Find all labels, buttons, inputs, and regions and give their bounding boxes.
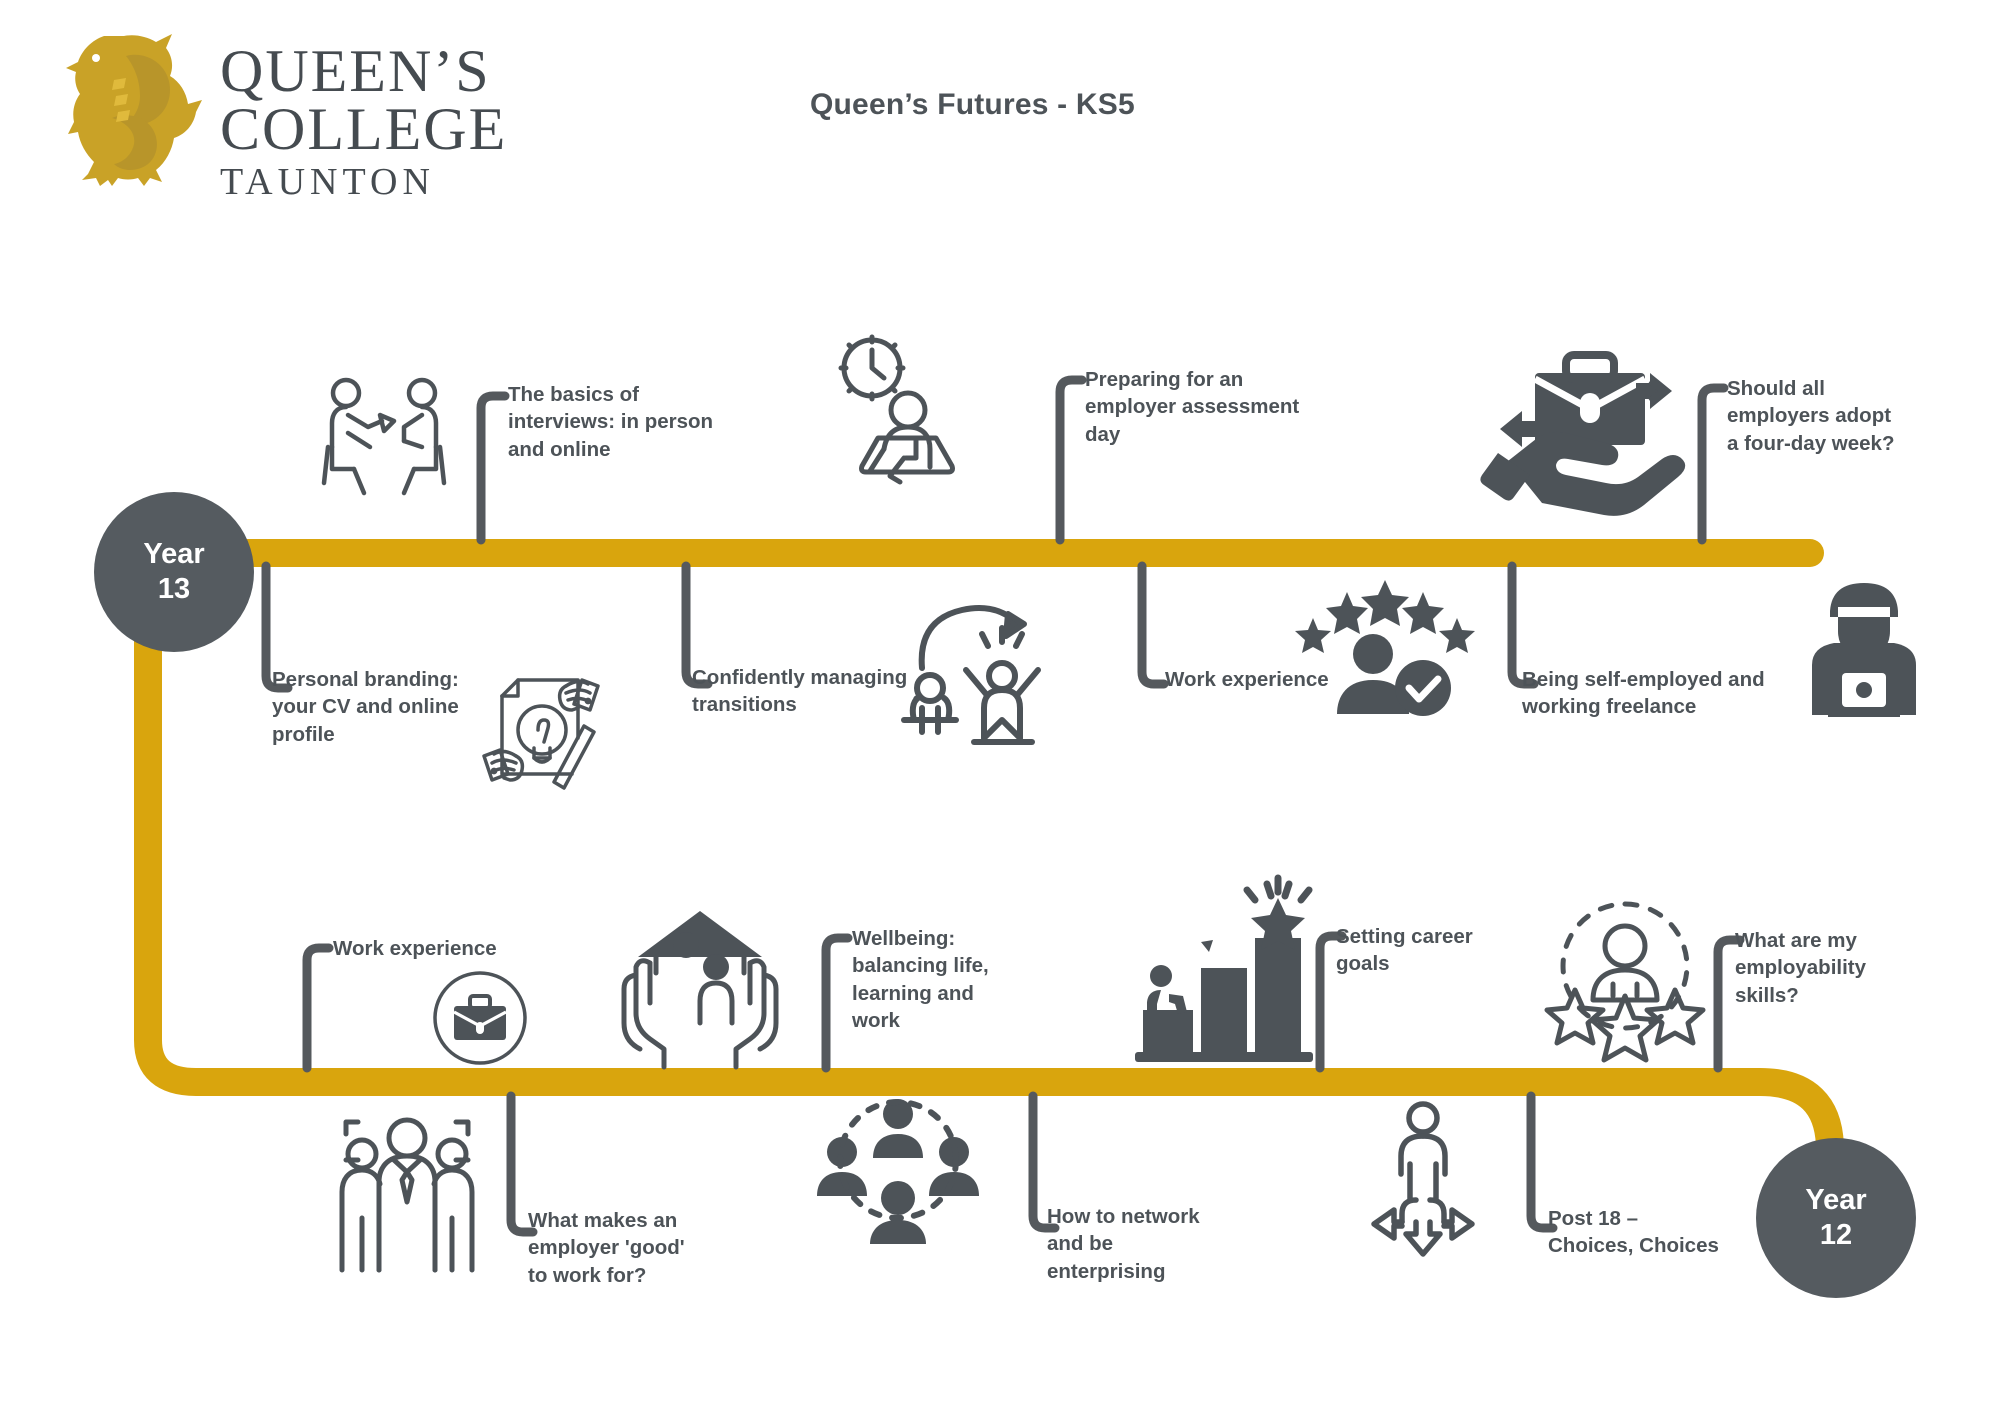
connector-interviews	[476, 391, 510, 545]
year-12-number: 12	[1819, 1219, 1853, 1251]
connector-post-18	[1526, 1091, 1558, 1233]
logo-line-2: COLLEGE	[220, 96, 508, 163]
person-crossroads-arrows-icon	[1348, 1100, 1498, 1260]
year-13-badge[interactable]: Year 13	[94, 492, 254, 652]
year-13-label: Year	[143, 537, 205, 570]
page-title: Queen’s Futures - KS5	[810, 88, 1135, 121]
lightbulb-hands-cv-icon	[470, 660, 610, 800]
briefcase-circle-icon	[430, 968, 530, 1068]
logo-line-3: TAUNTON	[220, 161, 435, 204]
year-13-number: 13	[157, 573, 191, 605]
connector-career-goals	[1315, 931, 1347, 1073]
logo-line-1: QUEEN’S	[220, 38, 491, 104]
sad-to-happy-transition-icon	[900, 590, 1070, 750]
connector-networking	[1028, 1091, 1060, 1233]
year-12-label: Year	[1805, 1183, 1867, 1216]
connector-assessment-day	[1055, 375, 1087, 545]
connector-wellbeing	[821, 933, 853, 1073]
five-star-person-check-icon	[1295, 578, 1475, 718]
hands-home-people-icon	[620, 905, 780, 1070]
network-people-circle-icon	[817, 1090, 979, 1244]
connector-good-employer	[506, 1091, 538, 1237]
label-work-experience-12: Work experience	[333, 937, 497, 960]
clock-desk-test-icon	[820, 330, 990, 510]
connector-work-experience-12	[302, 943, 334, 1073]
connector-self-employed	[1507, 561, 1539, 689]
person-laptop-freelance-icon	[1790, 575, 1940, 717]
connector-work-experience-13	[1137, 561, 1169, 689]
year-12-badge[interactable]: Year 12	[1756, 1138, 1916, 1298]
connector-personal-branding	[261, 561, 293, 693]
label-post-18: Post 18 –Choices, Choices	[1548, 1207, 1719, 1258]
connector-transitions	[681, 561, 713, 689]
college-logo: QUEEN’S COLLEGE TAUNTON	[52, 22, 507, 207]
briefcase-hand-arrows-icon	[1480, 335, 1686, 516]
connector-employability	[1713, 935, 1745, 1073]
connector-four-day-week	[1697, 383, 1729, 545]
bar-chart-star-goal-icon	[1135, 874, 1315, 1068]
interview-two-people-icon	[318, 375, 468, 505]
label-work-experience-13: Work experience	[1165, 668, 1329, 691]
person-stars-employability-icon	[1544, 898, 1706, 1063]
employee-group-icon	[332, 1098, 482, 1273]
welsh-dragon-icon	[52, 22, 202, 197]
